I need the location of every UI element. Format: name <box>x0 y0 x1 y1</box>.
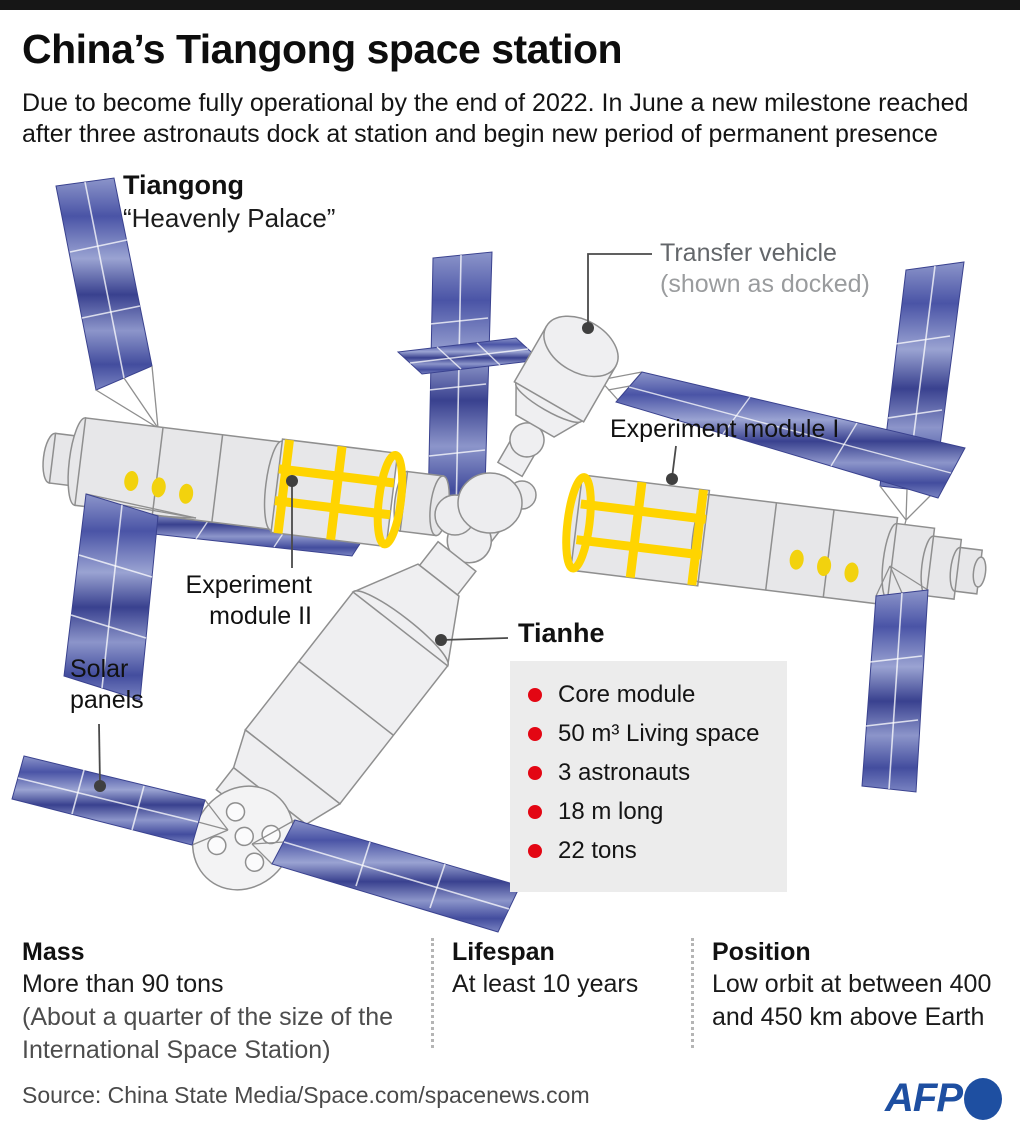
bullet-icon <box>528 804 542 819</box>
tianhe-label: Tianhe <box>518 618 605 648</box>
stat-value: At least 10 years <box>452 970 639 998</box>
tianhe-fact-box: Core module 50 m³ Living space 3 astrona… <box>510 661 787 892</box>
station-nickname-label: “Heavenly Palace” <box>123 203 336 233</box>
solar-panel-top-middle <box>427 251 493 523</box>
stats-divider <box>431 938 434 1048</box>
panel-mount <box>251 819 296 865</box>
fact-item: 3 astronauts <box>528 753 787 792</box>
module1-yellow-grid <box>562 473 708 586</box>
stat-lifespan: Lifespan At least 10 years <box>452 936 672 1001</box>
fact-item: Core module <box>528 675 787 714</box>
page-subtitle: Due to become fully operational by the e… <box>22 89 969 148</box>
stat-label: Lifespan <box>452 938 555 966</box>
stat-note: (About a quarter of the size of the Inte… <box>22 1003 394 1064</box>
stat-mass: Mass More than 90 tons (About a quarter … <box>22 936 422 1067</box>
fact-item: 22 tons <box>528 831 787 870</box>
solar-panel-top-right <box>879 261 965 533</box>
solar-panel-right-lower <box>861 565 929 793</box>
source-credit: Source: China State Media/Space.com/spac… <box>22 1082 590 1108</box>
experiment-module1-label: Experiment module I <box>610 415 840 443</box>
tianhe-core-module <box>215 498 508 848</box>
core-end-cap <box>191 785 295 891</box>
experiment-module2-label: Experiment module II <box>185 571 312 630</box>
stat-label: Position <box>712 938 811 966</box>
bullet-icon <box>528 726 542 741</box>
solar-panel-left-flat <box>117 485 383 557</box>
panel-mount <box>85 493 197 519</box>
panel-mount <box>191 799 229 846</box>
module2-yellow-grid <box>273 439 407 549</box>
page-title: China’s Tiangong space station <box>22 26 623 72</box>
panel-mount <box>875 565 929 597</box>
solar-panels-label: Solar panels <box>70 655 144 714</box>
transfer-vehicle-label-line2: (shown as docked) <box>660 270 870 298</box>
transfer-vehicle-label-line1: Transfer vehicle <box>660 239 837 267</box>
bullet-icon <box>528 765 542 780</box>
transfer-vehicle <box>496 315 619 478</box>
stat-value: More than 90 tons <box>22 970 224 998</box>
porthole-dots <box>124 471 859 583</box>
fact-item: 18 m long <box>528 792 787 831</box>
panel-mount <box>599 371 643 401</box>
afp-logo: AFP <box>885 1076 1002 1121</box>
solar-panel-bottom-right <box>251 819 521 933</box>
transfer-vehicle-label: Transfer vehicle (shown as docked) <box>660 238 870 300</box>
bullet-icon <box>528 687 542 702</box>
bullet-icon <box>528 843 542 858</box>
top-accent-bar <box>0 0 1020 10</box>
panel-mount <box>95 365 159 443</box>
panel-mount <box>879 485 935 533</box>
stats-row: Mass More than 90 tons (About a quarter … <box>0 936 1020 1064</box>
stats-divider <box>691 938 694 1048</box>
stat-label: Mass <box>22 938 85 966</box>
transfer-vehicle-wing-left <box>396 337 542 375</box>
station-name-label: Tiangong <box>123 170 244 200</box>
stat-value: Low orbit at between 400 and 450 km abov… <box>712 970 992 1031</box>
docking-node <box>434 472 537 536</box>
fact-item: 50 m³ Living space <box>528 714 787 753</box>
stat-position: Position Low orbit at between 400 and 45… <box>712 936 1002 1034</box>
afp-logo-circle-icon <box>964 1077 1002 1120</box>
solar-panel-bottom-left <box>11 755 229 846</box>
afp-logo-text: AFP <box>885 1076 963 1120</box>
